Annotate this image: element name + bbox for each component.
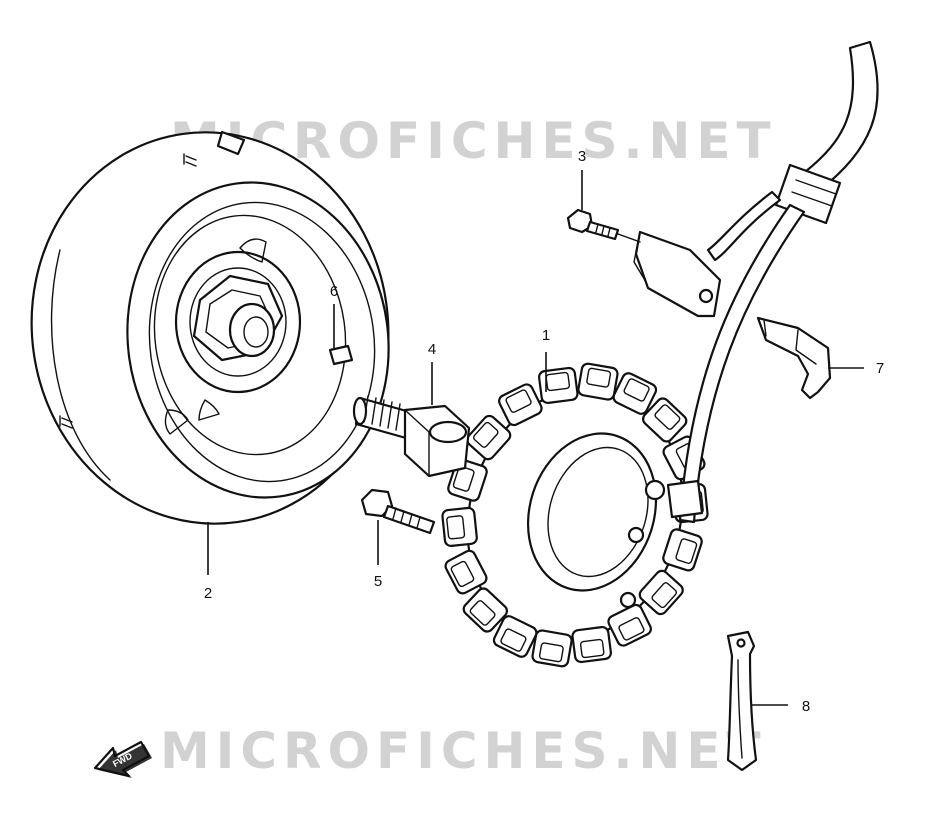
bolt-3[interactable]	[566, 208, 641, 243]
forward-arrow: FWD	[93, 740, 152, 778]
callout-1[interactable]: 1	[542, 327, 550, 344]
callout-8[interactable]: 8	[802, 698, 810, 715]
rotor-flywheel[interactable]	[6, 109, 413, 547]
wire-harness	[666, 40, 879, 524]
stator-pole	[577, 362, 619, 401]
stator-pole	[571, 625, 612, 664]
stator-pole	[641, 397, 688, 443]
stator-pole	[662, 528, 703, 572]
stator-pole	[441, 506, 478, 547]
stator-pole	[638, 569, 684, 616]
pickup-sensor-bracket[interactable]	[633, 230, 722, 318]
stator-pole	[531, 629, 573, 668]
bolt-5[interactable]	[360, 488, 436, 535]
stator-pole	[498, 383, 543, 427]
stator-pole	[612, 372, 658, 415]
callout-labels: 1 2 3 4 5 6 7 8	[204, 148, 884, 715]
leader-lines	[207, 170, 864, 706]
stator-pole	[444, 549, 488, 595]
callout-5[interactable]: 5	[374, 573, 382, 590]
watermark-bottom: MICROFICHES.NET	[160, 722, 767, 780]
stator-poles	[441, 362, 709, 668]
wire-clip-7[interactable]	[756, 316, 832, 400]
callout-3[interactable]: 3	[578, 148, 586, 165]
bolt-4[interactable]	[352, 395, 471, 478]
callout-2[interactable]: 2	[204, 585, 212, 602]
stator-coil[interactable]	[436, 361, 715, 669]
stator-pole	[492, 615, 538, 658]
stator-pole	[466, 414, 512, 461]
callout-4[interactable]: 4	[428, 341, 436, 358]
stator-pole	[462, 587, 509, 633]
cable-strap-8[interactable]	[726, 630, 758, 772]
callout-6[interactable]: 6	[330, 283, 338, 300]
stator-pole	[607, 603, 652, 647]
callout-7[interactable]: 7	[876, 360, 884, 377]
stator-pole	[538, 366, 579, 405]
